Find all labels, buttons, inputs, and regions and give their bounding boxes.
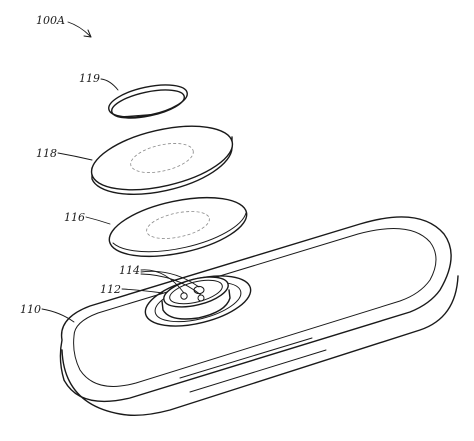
part-119-retaining-ring [108, 84, 188, 119]
ref-label-110: 110 [20, 303, 41, 316]
assembly-arrow-line [67, 21, 91, 37]
ref-label-116: 116 [64, 211, 85, 224]
callout-116: 116 [64, 211, 111, 225]
ref-label-118: 118 [36, 147, 57, 160]
part-110-housing [59, 216, 459, 417]
callout-112: 112 [100, 283, 164, 296]
ref-label-114: 114 [119, 264, 140, 277]
assembly-callout: 100A [36, 14, 92, 38]
callout-118: 118 [36, 147, 93, 161]
assembly-label: 100A [36, 14, 65, 27]
callout-110: 110 [20, 303, 75, 323]
part-116-lower-disc [108, 196, 248, 258]
part-112-socket [161, 276, 231, 320]
callout-114: 114 [119, 264, 202, 296]
part-118-upper-disc [90, 125, 234, 195]
ref-label-112: 112 [100, 283, 121, 296]
callout-119: 119 [79, 72, 119, 91]
assembly-arrow-head [83, 29, 92, 38]
ref-label-119: 119 [79, 72, 100, 85]
